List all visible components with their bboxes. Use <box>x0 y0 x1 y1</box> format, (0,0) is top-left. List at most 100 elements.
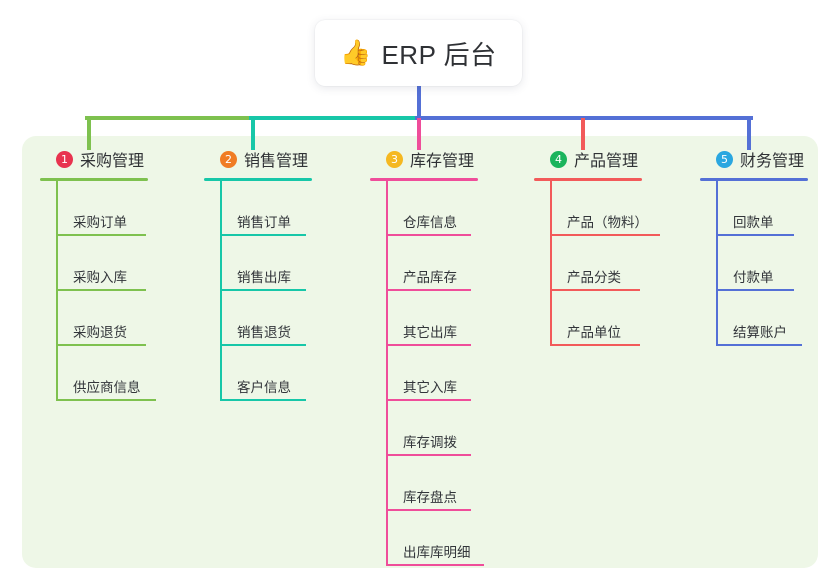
list-item-rule <box>550 289 640 291</box>
list-item-rule <box>716 289 794 291</box>
list-item[interactable]: 库存盘点 <box>370 456 510 511</box>
list-item[interactable]: 产品单位 <box>534 291 684 346</box>
root-node[interactable]: 👍 ERP 后台 <box>315 20 522 86</box>
list-item[interactable]: 客户信息 <box>204 346 344 401</box>
branch-items-1: 采购订单 采购入库 采购退货 供应商信息 <box>40 181 180 401</box>
list-item[interactable]: 其它入库 <box>370 346 510 401</box>
list-item-rule <box>386 564 484 566</box>
list-item[interactable]: 供应商信息 <box>40 346 180 401</box>
list-item-label: 客户信息 <box>237 380 291 395</box>
list-item-rule <box>220 344 306 346</box>
list-item[interactable]: 销售退货 <box>204 291 344 346</box>
list-item[interactable]: 出库库明细 <box>370 511 510 566</box>
list-item[interactable]: 销售订单 <box>204 181 344 236</box>
list-item-rule <box>56 399 156 401</box>
branch-header-2[interactable]: 2 销售管理 <box>204 146 344 172</box>
list-item-rule <box>386 344 471 346</box>
branch-items-4: 产品（物料） 产品分类 产品单位 <box>534 181 684 346</box>
list-item-rule <box>56 234 146 236</box>
list-item-rule <box>56 289 146 291</box>
list-item-label: 库存调拨 <box>403 435 457 450</box>
list-item-rule <box>386 399 471 401</box>
branch-header-4[interactable]: 4 产品管理 <box>534 146 684 172</box>
list-item-label: 销售退货 <box>237 325 291 340</box>
list-item[interactable]: 付款单 <box>700 236 839 291</box>
branch-title-3: 库存管理 <box>410 153 475 170</box>
branch-column-4: 4 产品管理 产品（物料） 产品分类 产品单位 <box>534 146 684 346</box>
list-item-rule <box>386 289 471 291</box>
branch-column-3: 3 库存管理 仓库信息 产品库存 其它出库 其它入库 库存调拨 <box>370 146 510 566</box>
branch-column-1: 1 采购管理 采购订单 采购入库 采购退货 供应商信息 <box>40 146 180 401</box>
list-item[interactable]: 结算账户 <box>700 291 839 346</box>
list-item-rule <box>220 234 306 236</box>
list-item[interactable]: 产品（物料） <box>534 181 684 236</box>
list-item[interactable]: 产品分类 <box>534 236 684 291</box>
branch-spine-3 <box>386 181 388 566</box>
root-title: ERP 后台 <box>381 39 497 70</box>
list-item-label: 销售订单 <box>237 215 291 230</box>
list-item-label: 出库库明细 <box>403 545 471 560</box>
list-item-rule <box>716 344 802 346</box>
branch-column-2: 2 销售管理 销售订单 销售出库 销售退货 客户信息 <box>204 146 344 401</box>
list-item-label: 仓库信息 <box>403 215 457 230</box>
list-item-label: 库存盘点 <box>403 490 457 505</box>
branch-items-5: 回款单 付款单 结算账户 <box>700 181 839 346</box>
list-item-label: 结算账户 <box>733 325 787 340</box>
list-item[interactable]: 采购退货 <box>40 291 180 346</box>
list-item[interactable]: 库存调拨 <box>370 401 510 456</box>
branch-items-2: 销售订单 销售出库 销售退货 客户信息 <box>204 181 344 401</box>
list-item-label: 供应商信息 <box>73 380 141 395</box>
list-item[interactable]: 回款单 <box>700 181 839 236</box>
branch-header-1[interactable]: 1 采购管理 <box>40 146 180 172</box>
list-item[interactable]: 仓库信息 <box>370 181 510 236</box>
branch-title-1: 采购管理 <box>80 153 145 170</box>
branch-rule-5 <box>700 178 808 181</box>
list-item[interactable]: 其它出库 <box>370 291 510 346</box>
branch-title-2: 销售管理 <box>244 153 309 170</box>
branch-rule-2 <box>204 178 312 181</box>
thumbs-up-icon: 👍 <box>340 38 372 67</box>
list-item[interactable]: 产品库存 <box>370 236 510 291</box>
branch-rule-4 <box>534 178 642 181</box>
list-item-rule <box>386 454 471 456</box>
list-item[interactable]: 采购订单 <box>40 181 180 236</box>
list-item[interactable]: 销售出库 <box>204 236 344 291</box>
branch-spine-4 <box>550 181 552 346</box>
list-item-label: 销售出库 <box>237 270 291 285</box>
list-item-label: 回款单 <box>733 215 774 230</box>
list-item-rule <box>56 344 146 346</box>
branch-badge-4: 4 <box>550 150 567 168</box>
list-item[interactable]: 采购入库 <box>40 236 180 291</box>
branch-rule-3 <box>370 178 478 181</box>
list-item-label: 采购退货 <box>73 325 127 340</box>
list-item-rule <box>220 399 306 401</box>
branch-header-5[interactable]: 5 财务管理 <box>700 146 839 172</box>
list-item-label: 其它入库 <box>403 380 457 395</box>
list-item-label: 产品分类 <box>567 270 621 285</box>
list-item-rule <box>716 234 794 236</box>
list-item-label: 付款单 <box>733 270 774 285</box>
list-item-rule <box>386 509 471 511</box>
branch-header-3[interactable]: 3 库存管理 <box>370 146 510 172</box>
list-item-rule <box>220 289 306 291</box>
branch-badge-3: 3 <box>386 150 403 168</box>
branch-badge-5: 5 <box>716 150 733 168</box>
list-item-label: 产品（物料） <box>567 215 648 230</box>
branch-title-5: 财务管理 <box>740 153 805 170</box>
diagram-background-panel <box>22 136 818 568</box>
list-item-label: 其它出库 <box>403 325 457 340</box>
branch-items-3: 仓库信息 产品库存 其它出库 其它入库 库存调拨 库存盘点 <box>370 181 510 566</box>
list-item-rule <box>550 344 640 346</box>
list-item-label: 产品单位 <box>567 325 621 340</box>
list-item-rule <box>550 234 660 236</box>
branch-spine-1 <box>56 181 58 401</box>
list-item-label: 采购订单 <box>73 215 127 230</box>
list-item-rule <box>386 234 471 236</box>
branch-spine-5 <box>716 181 718 346</box>
branch-badge-2: 2 <box>220 150 237 168</box>
list-item-label: 产品库存 <box>403 270 457 285</box>
branch-badge-1: 1 <box>56 150 73 168</box>
branch-spine-2 <box>220 181 222 401</box>
list-item-label: 采购入库 <box>73 270 127 285</box>
